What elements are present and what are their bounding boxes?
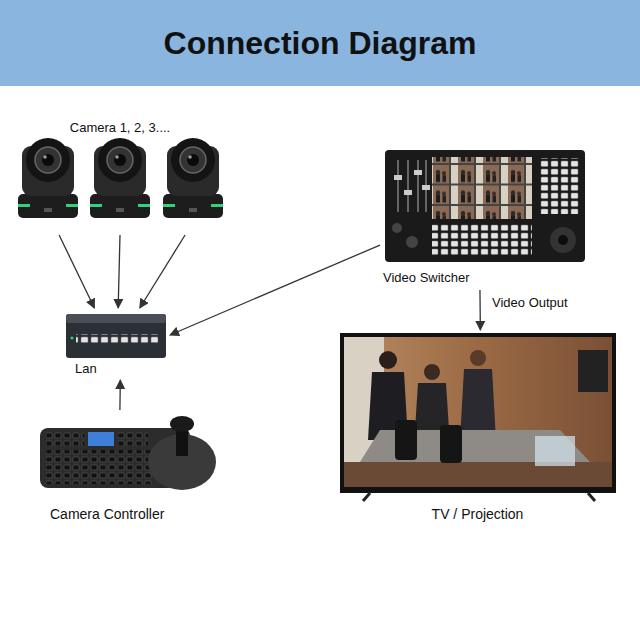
video-switcher-part [558, 235, 568, 245]
tv-screen-part [440, 425, 462, 463]
tv-screen-part [424, 364, 440, 380]
camera-controller-part [46, 432, 84, 446]
tv-screen-part [344, 337, 612, 487]
device-label: TV / Projection [432, 506, 524, 522]
device-label: Camera 1, 2, 3.... [70, 121, 170, 136]
video-switcher-part [540, 158, 580, 214]
video-switcher-part [394, 175, 402, 180]
camera-controller-part [118, 432, 148, 446]
ptz-camera [18, 138, 223, 218]
video-switcher-part [406, 236, 418, 248]
tv-screen-part [340, 333, 616, 493]
connector-arrow [59, 235, 94, 308]
diagram-title: Connection Diagram [0, 0, 640, 86]
network-switch [66, 314, 166, 358]
video-switcher-part [432, 157, 532, 219]
connector-arrow [140, 235, 185, 308]
video-switcher-part [550, 227, 576, 253]
tv-screen-part [363, 493, 370, 501]
tv-screen-part [470, 350, 486, 366]
tv-screen-part [395, 420, 417, 460]
device-node: TV / Projection [335, 330, 620, 525]
video-switcher-part [392, 223, 402, 233]
device-node: Camera 1, 2, 3.... [15, 115, 225, 235]
camera-controller-part [46, 450, 152, 484]
device-label: Video Switcher [383, 271, 469, 286]
video-switcher-part [404, 190, 412, 195]
video-switcher-part [432, 224, 532, 256]
ptz-camera-part [90, 138, 150, 218]
tv-screen-part [588, 493, 595, 501]
device-label: Lan [75, 362, 97, 377]
network-switch-part [76, 334, 158, 344]
device-node: Lan [62, 308, 170, 380]
connector-arrow [119, 380, 121, 410]
connector-arrow [118, 235, 120, 308]
network-switch-part [66, 314, 166, 323]
edge-label: Video Output [490, 296, 570, 311]
tv-screen-part [535, 436, 575, 466]
video-switcher-part [417, 160, 419, 212]
title-band [0, 0, 640, 86]
ptz-camera-part [163, 138, 223, 218]
camera-controller [40, 416, 216, 490]
connector-arrow [170, 245, 380, 335]
tv-screen-part [460, 369, 496, 440]
camera-controller-part [88, 432, 114, 446]
video-switcher-part [407, 160, 409, 212]
connector-arrow [479, 290, 481, 330]
video-switcher-part [397, 160, 399, 212]
device-node: Camera Controller [38, 410, 220, 525]
camera-controller-part [170, 416, 194, 432]
network-switch-part [71, 337, 74, 340]
device-node: Video Switcher [380, 145, 590, 290]
ptz-camera-part [18, 138, 78, 218]
video-switcher-part [385, 150, 585, 262]
tv-screen-part [578, 350, 608, 392]
network-switch-part [66, 314, 166, 358]
tv-screen [340, 333, 616, 501]
device-label: Camera Controller [50, 506, 164, 522]
video-switcher-part [422, 185, 430, 190]
video-switcher-part [414, 170, 422, 175]
video-switcher-part [432, 157, 532, 219]
video-switcher [385, 150, 585, 262]
tv-screen-part [379, 351, 397, 369]
